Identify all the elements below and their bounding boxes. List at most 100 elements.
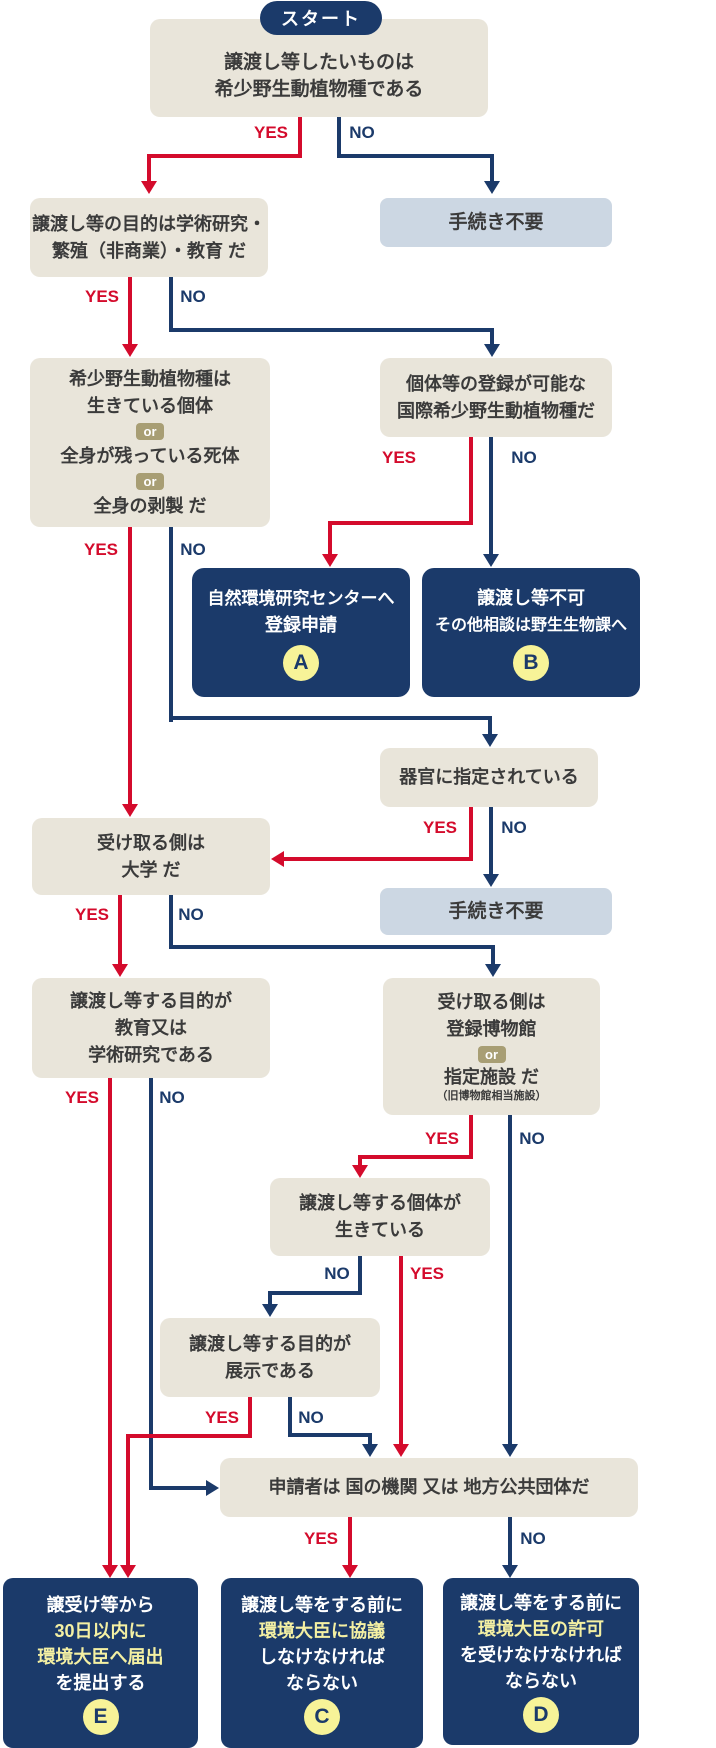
node-text: を提出する [55, 1672, 146, 1693]
node-text: 生きている [335, 1220, 425, 1240]
node-text: 受け取る側は [437, 992, 546, 1012]
node-question-registrable: 個体等の登録が可能な 国際希少野生動植物種だ [380, 358, 612, 437]
arrowhead [120, 1565, 136, 1578]
node-text: 受け取る側は [97, 832, 205, 853]
flow-line [490, 154, 494, 182]
node-text: しなけなければ [259, 1646, 385, 1667]
result-letter-e: E [82, 1698, 119, 1735]
arrowhead [502, 1565, 518, 1578]
node-question-applicant: 申請者は 国の機関 又は 地方公共団体だ [220, 1458, 638, 1517]
flow-line [268, 1291, 272, 1305]
yes-label: YES [303, 1529, 339, 1548]
flow-line [358, 1256, 362, 1295]
flow-line [169, 895, 173, 949]
node-text: 環境大臣に協議 [259, 1620, 385, 1641]
flow-line [508, 1115, 512, 1445]
flow-line [283, 857, 473, 861]
no-label: NO [180, 287, 206, 306]
node-text: 展示である [225, 1360, 315, 1381]
node-text: 生きている個体 [87, 395, 213, 416]
result-letter-d: D [523, 1697, 559, 1733]
node-text: 譲渡し等する個体が [299, 1193, 461, 1213]
node-text: 希少野生動植物種は [69, 368, 231, 389]
flow-line [328, 521, 473, 525]
node-text: 全身が残っている死体 [60, 445, 240, 466]
node-question-living-or-whole: 希少野生動植物種は 生きている個体 or 全身が残っている死体 or 全身の剥製… [30, 358, 270, 527]
node-question-organ: 器官に指定されている [380, 748, 598, 807]
flow-line [288, 1433, 372, 1437]
node-text: 個体等の登録が可能な [406, 373, 586, 394]
node-result-c: 譲渡し等をする前に 環境大臣に協議 しなけなければ ならない C [221, 1578, 423, 1748]
node-text: 譲渡し等不可 [477, 587, 585, 608]
arrowhead [322, 554, 338, 567]
flow-line [469, 437, 473, 525]
yes-label: YES [424, 1129, 460, 1148]
flow-line [268, 1291, 362, 1295]
result-letter-b: B [513, 644, 549, 681]
flow-line [368, 1433, 372, 1445]
arrowhead [483, 554, 499, 567]
arrowhead [484, 181, 500, 194]
node-question-exhibition: 譲渡し等する目的が 展示である [160, 1318, 380, 1397]
no-label: NO [159, 1088, 185, 1107]
node-text: 30日以内に [54, 1620, 147, 1641]
node-text: 譲受け等から [46, 1594, 155, 1615]
arrowhead [393, 1444, 409, 1457]
flow-line [169, 716, 492, 720]
flow-line [169, 277, 173, 332]
arrowhead [483, 874, 499, 887]
flow-line [126, 1434, 252, 1438]
arrowhead [271, 851, 284, 867]
flow-line [248, 1397, 252, 1438]
arrowhead [262, 1304, 278, 1317]
arrowhead [342, 1565, 358, 1578]
no-label: NO [178, 905, 204, 924]
flow-line [491, 945, 495, 965]
node-result-d: 譲渡し等をする前に 環境大臣の許可 を受けなけなければ ならない D [443, 1578, 639, 1745]
flow-line [337, 117, 341, 158]
node-question-university: 受け取る側は 大学 だ [32, 818, 270, 895]
node-text: 譲渡し等する目的が [70, 990, 232, 1011]
flow-line [147, 154, 151, 182]
node-question-museum: 受け取る側は 登録博物館 or 指定施設 だ （旧博物館相当施設） [383, 978, 600, 1115]
flow-line [128, 277, 132, 345]
flow-line [128, 527, 132, 805]
result-letter-a: A [283, 644, 319, 681]
no-label: NO [511, 448, 537, 467]
node-text: 学術研究である [88, 1044, 214, 1065]
node-no-procedure-2: 手続き不要 [380, 888, 612, 935]
node-question-edu-research: 譲渡し等する目的が 教育又は 学術研究である [32, 978, 270, 1078]
node-text: 譲渡し等をする前に [241, 1594, 403, 1615]
arrowhead [122, 804, 138, 817]
flow-line [118, 895, 122, 965]
or-badge: or [477, 1046, 506, 1063]
node-result-a: 自然環境研究センターへ 登録申請 A [192, 568, 410, 697]
flow-line [169, 328, 494, 332]
flow-line [298, 117, 302, 158]
yes-label: YES [409, 1264, 445, 1283]
node-text: 環境大臣へ届出 [37, 1646, 164, 1667]
node-text: ならない [505, 1671, 577, 1691]
node-text: （旧博物館相当施設） [436, 1090, 547, 1102]
node-text: ならない [286, 1672, 358, 1693]
start-pill: スタート [260, 1, 382, 35]
flow-line [169, 527, 173, 722]
node-text: 譲渡し等する目的が [189, 1333, 351, 1354]
arrowhead [485, 964, 501, 977]
flow-line [328, 521, 332, 555]
yes-label: YES [204, 1408, 240, 1427]
node-text: 登録博物館 [446, 1019, 537, 1039]
no-label: NO [501, 818, 527, 837]
flow-line [149, 1078, 153, 1490]
node-text: 繁殖（非商業）・教育 だ [52, 240, 246, 261]
flow-line [358, 1155, 362, 1166]
arrowhead [206, 1480, 219, 1496]
node-result-b: 譲渡し等不可 その他相談は野生生物課へ B [422, 568, 640, 697]
arrowhead [484, 344, 500, 357]
flow-line [508, 1517, 512, 1566]
flow-line [169, 945, 495, 949]
node-text: 教育又は [115, 1017, 187, 1038]
flow-line [489, 807, 493, 875]
node-text: 全身の剥製 だ [93, 495, 207, 516]
